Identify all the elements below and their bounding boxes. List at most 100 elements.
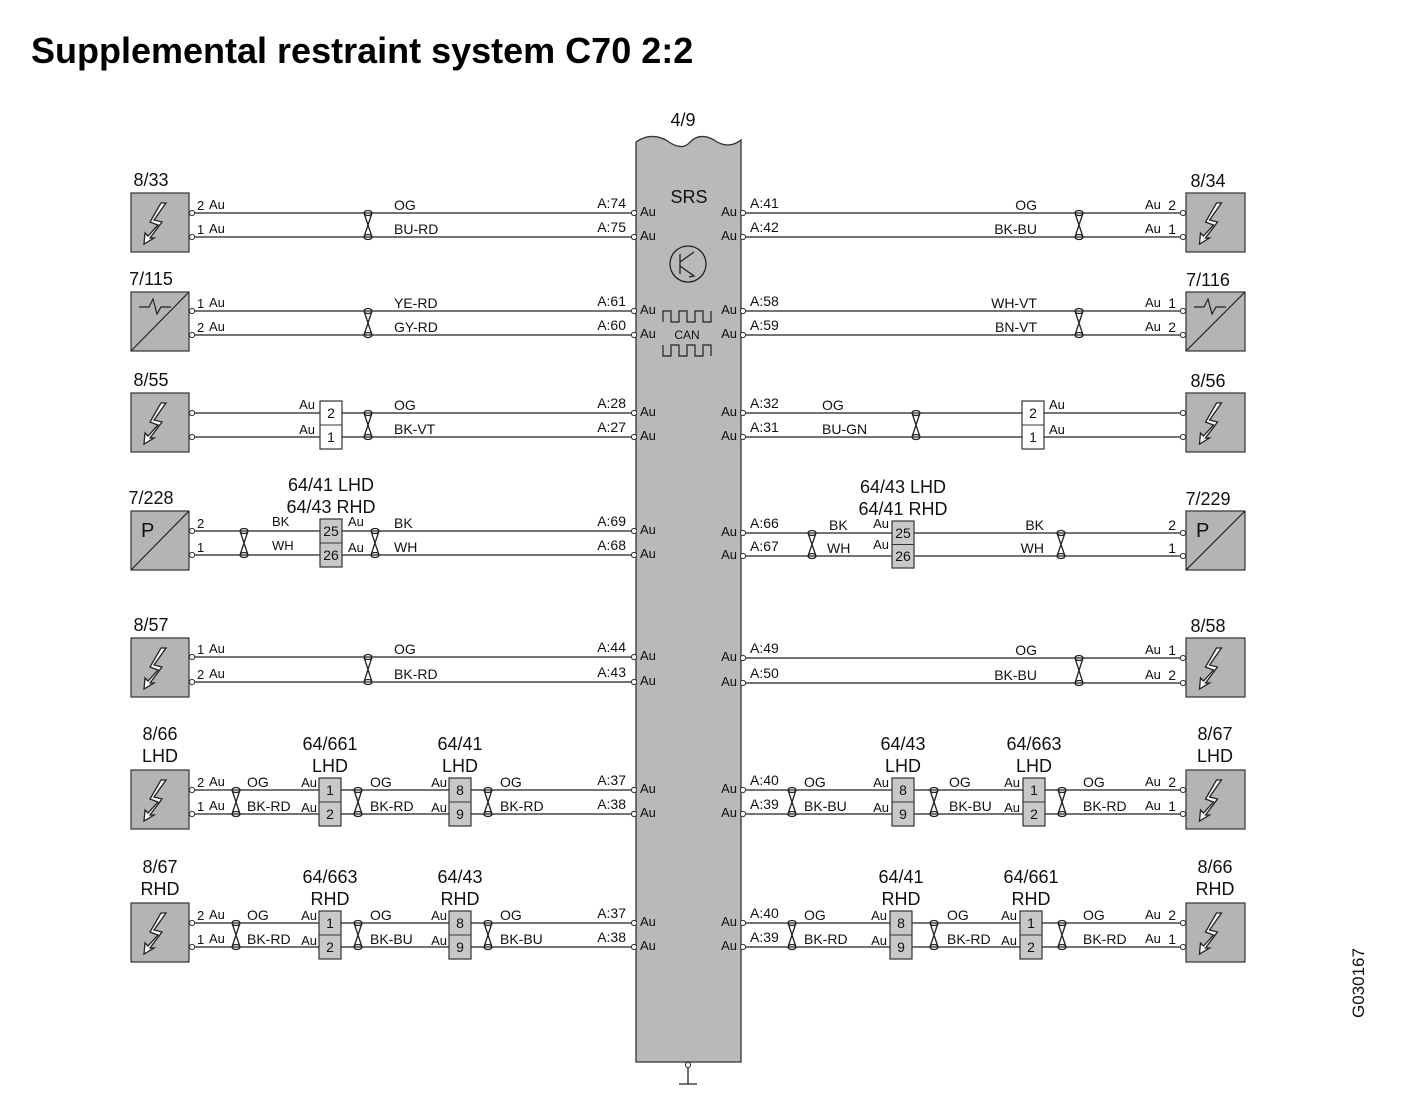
twist-loop (1074, 679, 1084, 687)
component-ref: 8/67 (1197, 724, 1232, 744)
connector-pin: 9 (456, 939, 464, 955)
twist-loop (483, 919, 493, 927)
terminal (1179, 409, 1187, 417)
terminal-id: A:68 (597, 537, 626, 553)
wire-color: WH (827, 540, 850, 556)
au-label: Au (1001, 908, 1017, 923)
twist-cross (1074, 657, 1084, 684)
twist-cross (1074, 310, 1084, 336)
connector-label: 64/43 LHD (860, 477, 946, 497)
wire-color: BK-BU (370, 931, 413, 947)
terminal (739, 654, 747, 662)
twist-loop (353, 810, 363, 818)
terminal (630, 551, 638, 559)
au-label: Au (209, 666, 225, 681)
terminal (1179, 943, 1187, 951)
wire-color: BK-RD (247, 798, 291, 814)
au-label: Au (209, 221, 225, 236)
twist-cross (911, 412, 921, 438)
terminal-id: A:38 (597, 796, 626, 812)
component-ref: 8/58 (1190, 616, 1225, 636)
twisted-pair-icon (911, 409, 921, 441)
terminal (630, 943, 638, 951)
sensor-diagonal (1185, 291, 1246, 352)
twist-loop (353, 919, 363, 927)
connector-label: LHD (885, 756, 921, 776)
terminal (188, 433, 196, 441)
au-label: Au (431, 908, 447, 923)
au-label: Au (301, 933, 317, 948)
connector-pin: 1 (1027, 915, 1035, 931)
twisted-pair-icon (929, 786, 939, 818)
twisted-pair-icon (787, 786, 797, 818)
wire-color: OG (949, 774, 971, 790)
terminal-id: A:39 (750, 796, 779, 812)
pin-number: 2 (1168, 774, 1176, 790)
au-label: Au (431, 933, 447, 948)
au-label: Au (640, 914, 656, 929)
wire-color: OG (247, 907, 269, 923)
twisted-pair-icon (231, 786, 241, 818)
au-label: Au (721, 302, 737, 317)
twist-cross (363, 656, 373, 683)
connector-label: 64/663 (302, 867, 357, 887)
terminal (684, 1061, 692, 1069)
wire-color: OG (394, 397, 416, 413)
au-label: Au (209, 907, 225, 922)
connector-label: 64/661 (302, 734, 357, 754)
terminal-id: A:32 (750, 395, 779, 411)
twist-loop (1074, 654, 1084, 662)
terminal (739, 409, 747, 417)
au-label: Au (348, 540, 364, 555)
twisted-pair-icon (929, 919, 939, 951)
au-label: Au (301, 800, 317, 815)
wire-color: OG (394, 641, 416, 657)
au-label: Au (721, 781, 737, 796)
connector-pin: 8 (897, 915, 905, 931)
wire-color: BK-RD (370, 798, 414, 814)
au-label: Au (721, 404, 737, 419)
terminal (739, 919, 747, 927)
squib-lightning-icon (1198, 647, 1223, 691)
connector-label: 64/43 RHD (286, 497, 375, 517)
twist-cross (370, 530, 380, 556)
terminal (630, 233, 638, 241)
pin-number: 1 (1168, 540, 1176, 556)
can-wave-top (662, 310, 712, 323)
au-label: Au (209, 931, 225, 946)
twist-cross (353, 789, 363, 815)
twist-loop (1057, 810, 1067, 818)
connector-pin: 25 (895, 525, 911, 541)
twist-loop (807, 552, 817, 560)
au-label: Au (721, 914, 737, 929)
au-label: Au (209, 798, 225, 813)
twist-loop (239, 551, 249, 559)
au-label: Au (299, 422, 315, 437)
terminal-id: A:49 (750, 640, 779, 656)
component-ref: 7/229 (1185, 489, 1230, 509)
terminal (630, 331, 638, 339)
connector-label: 64/43 (880, 734, 925, 754)
sensor-diagonal (130, 510, 190, 571)
connector-pin: 2 (326, 806, 334, 822)
terminal-id: A:28 (597, 395, 626, 411)
pin-number: 1 (1168, 642, 1176, 658)
pin-number: 1 (197, 799, 204, 814)
twist-cross (231, 789, 241, 815)
pressure-sensor-icon: P (1196, 520, 1209, 542)
au-label: Au (209, 319, 225, 334)
au-label: Au (721, 547, 737, 562)
wire-color: BK-RD (947, 931, 991, 947)
twist-loop (929, 919, 939, 927)
terminal (188, 233, 196, 241)
twist-cross (787, 789, 797, 815)
terminal (1179, 654, 1187, 662)
twist-cross (807, 532, 817, 557)
wire-color: OG (804, 774, 826, 790)
pin-number: 2 (1168, 319, 1176, 335)
pin-number: 2 (1168, 517, 1176, 533)
au-label: Au (1145, 667, 1161, 682)
connector-pin: 1 (1030, 782, 1038, 798)
pin-number: 2 (197, 775, 204, 790)
